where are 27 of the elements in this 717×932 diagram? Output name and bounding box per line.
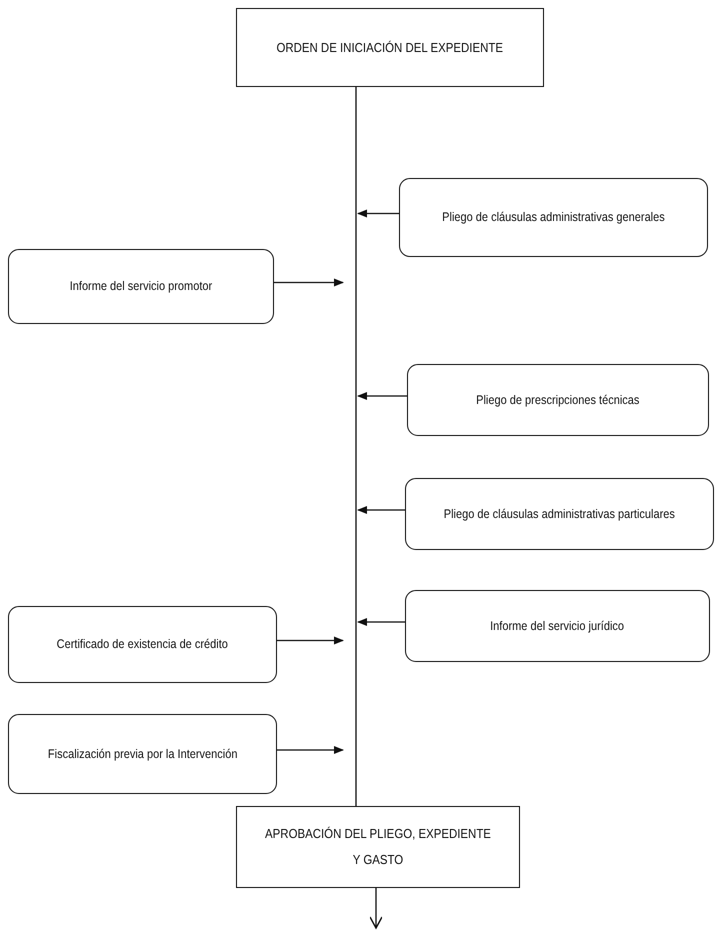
box-label: ORDEN DE INICIACIÓN DEL EXPEDIENTE [276,38,504,56]
arrow [277,746,344,754]
process-box [236,8,544,87]
document-box [405,478,714,550]
box-label: Fiscalización previa por la Intervención [48,746,238,763]
connector-line [355,87,357,806]
document-box [8,249,274,324]
arrow [369,888,383,929]
box-label: APROBACIÓN DEL PLIEGO, EXPEDIENTE Y GASTO [264,825,492,869]
box-label: Pliego de cláusulas administrativas particulares [444,506,676,523]
document-box [399,178,708,257]
process-box [236,806,520,888]
document-box [8,714,277,794]
arrow [277,636,344,644]
document-box [407,364,709,436]
arrow [357,506,405,514]
box-label: Pliego de cláusulas administrativas generales [442,209,665,226]
box-label: Pliego de prescripciones técnicas [476,392,640,409]
box-label: Certificado de existencia de crédito [56,636,228,653]
arrow [357,618,405,626]
arrow [357,210,399,218]
document-box [405,590,710,662]
document-box [8,606,277,683]
box-label: Informe del servicio jurídico [490,618,624,635]
box-label: Informe del servicio promotor [70,278,212,295]
arrow [357,392,407,400]
arrow [274,278,344,286]
